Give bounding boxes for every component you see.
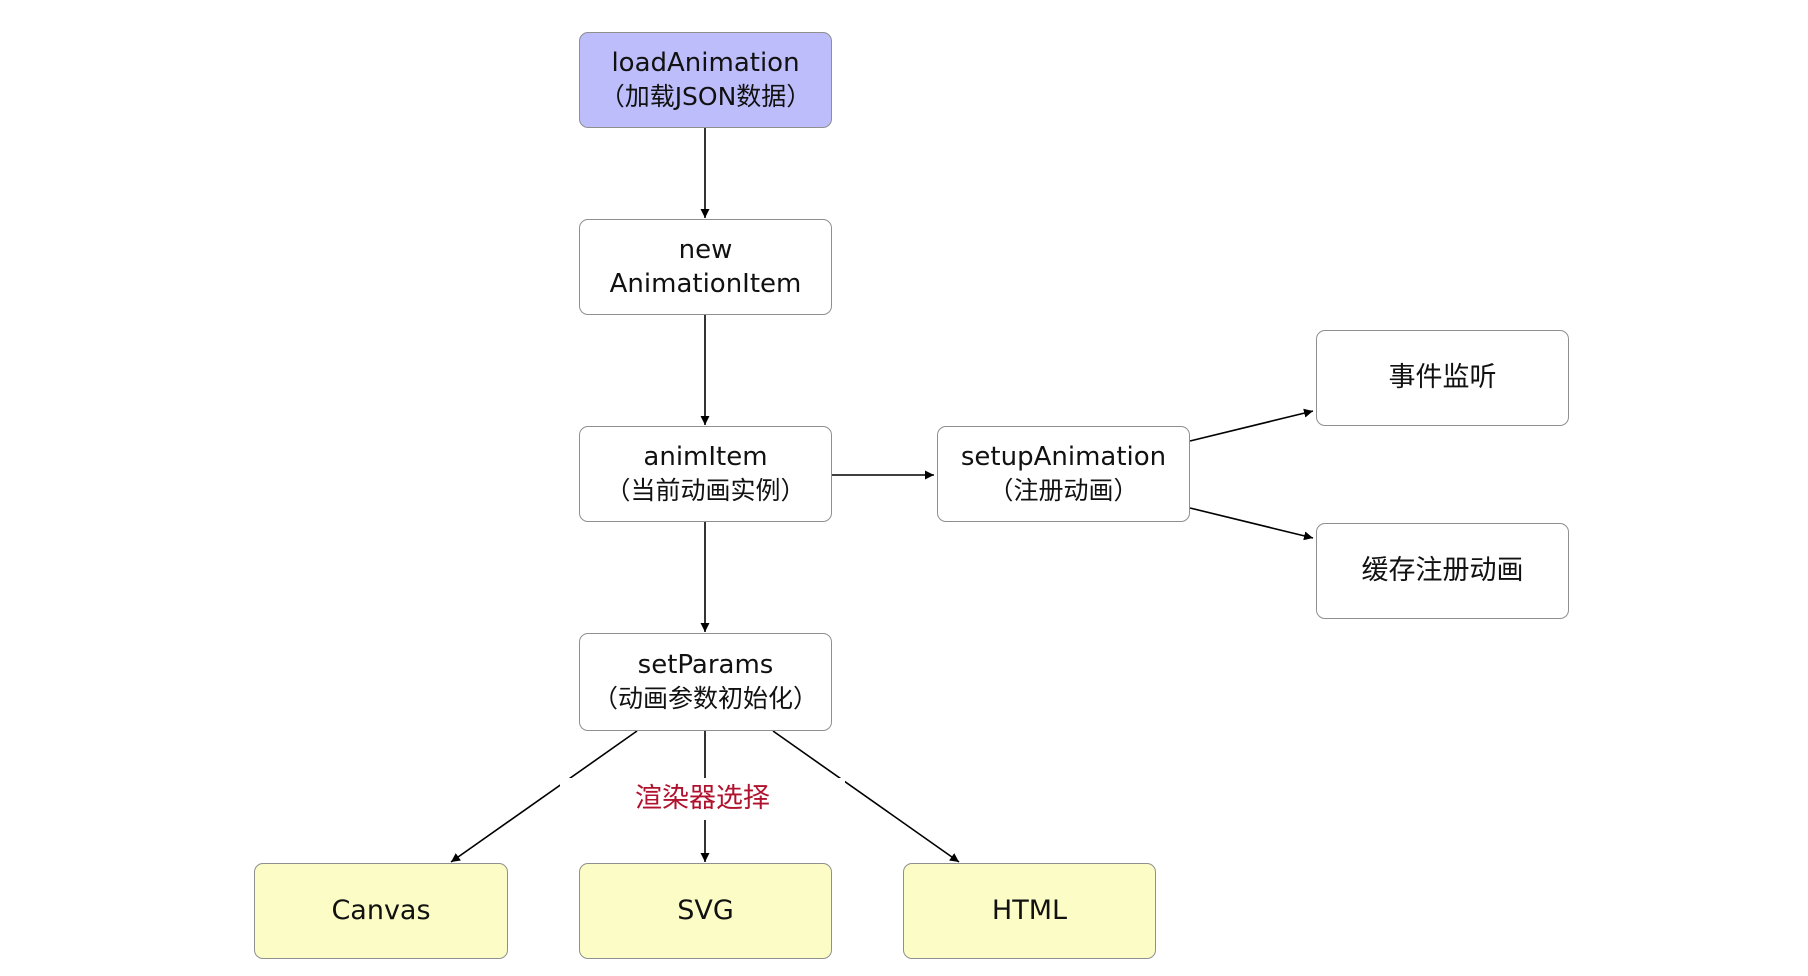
event-listener-node: 事件监听 <box>1316 330 1569 426</box>
event-listener-label: 事件监听 <box>1388 362 1497 393</box>
load-animation-title: loadAnimation <box>611 48 800 78</box>
svg-renderer-node: SVG <box>579 863 832 959</box>
arrow-setup-to-events <box>1189 408 1314 442</box>
new-animation-item-line2: AnimationItem <box>609 269 802 299</box>
canvas-renderer-label: Canvas <box>331 895 431 926</box>
anim-item-title: animItem <box>643 442 768 472</box>
anim-item-subtitle: （当前动画实例） <box>605 476 806 505</box>
new-animation-item-node: new AnimationItem <box>579 219 832 315</box>
arrow-setparams-to-html <box>772 730 960 863</box>
new-animation-item-line1: new <box>678 235 733 265</box>
cache-registered-node: 缓存注册动画 <box>1316 523 1569 619</box>
html-renderer-label: HTML <box>991 895 1068 926</box>
set-params-title: setParams <box>637 650 774 680</box>
anim-item-node: animItem （当前动画实例） <box>579 426 832 522</box>
cache-registered-label: 缓存注册动画 <box>1361 555 1524 586</box>
load-animation-node: loadAnimation （加载JSON数据） <box>579 32 832 128</box>
canvas-renderer-node: Canvas <box>254 863 508 959</box>
svg-renderer-label: SVG <box>677 895 734 926</box>
setup-animation-title: setupAnimation <box>960 442 1167 472</box>
arrow-setparams-to-canvas <box>450 730 638 863</box>
set-params-subtitle: （动画参数初始化） <box>592 684 818 713</box>
setup-animation-subtitle: （注册动画） <box>988 476 1139 505</box>
set-params-node: setParams （动画参数初始化） <box>579 633 832 731</box>
renderer-choice-label: 渲染器选择 <box>560 778 845 820</box>
load-animation-subtitle: （加载JSON数据） <box>599 82 812 111</box>
html-renderer-node: HTML <box>903 863 1156 959</box>
arrow-setup-to-cache <box>1189 507 1314 541</box>
setup-animation-node: setupAnimation （注册动画） <box>937 426 1190 522</box>
